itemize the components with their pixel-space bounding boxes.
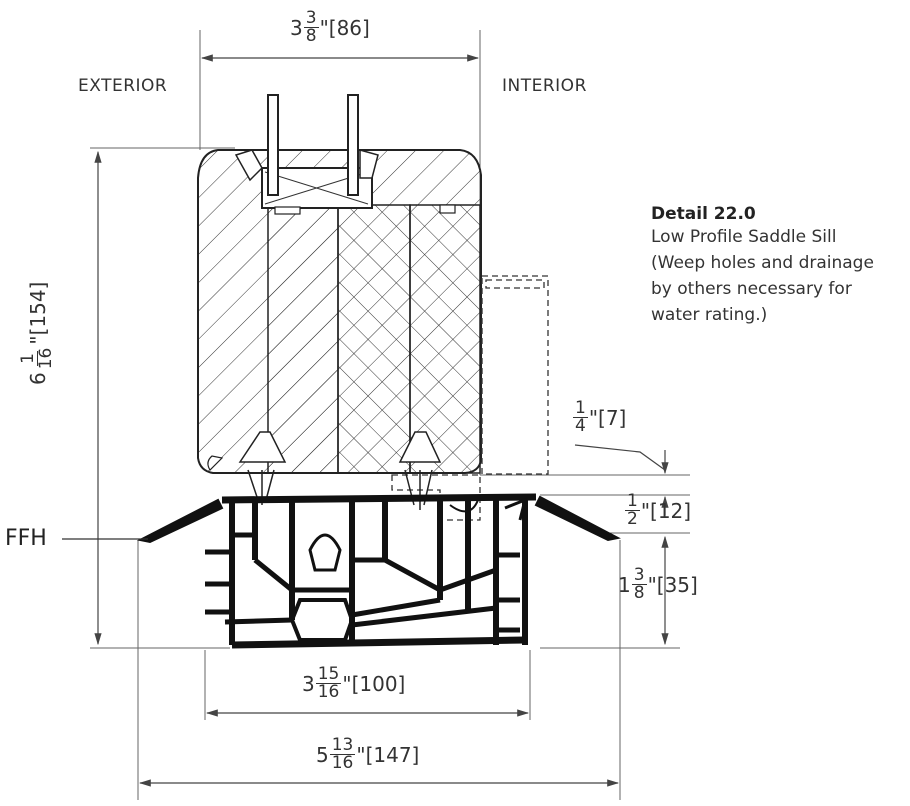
detail-line: (Weep holes and drainage — [651, 253, 874, 273]
extension-lines — [90, 30, 690, 800]
detail-line: by others necessary for — [651, 279, 852, 299]
dimension-lines — [94, 54, 669, 787]
detail-line: Low Profile Saddle Sill — [651, 227, 837, 247]
detail-note: Detail 22.0 Low Profile Saddle Sill (Wee… — [651, 204, 874, 328]
sill-extrusion — [136, 493, 621, 649]
sash-profile — [197, 94, 482, 474]
exterior-label: EXTERIOR — [78, 76, 168, 96]
interior-label: INTERIOR — [502, 76, 587, 96]
ffh-label: FFH — [5, 526, 47, 551]
detail-line: water rating.) — [651, 305, 768, 325]
detail-title: Detail 22.0 — [651, 204, 756, 224]
